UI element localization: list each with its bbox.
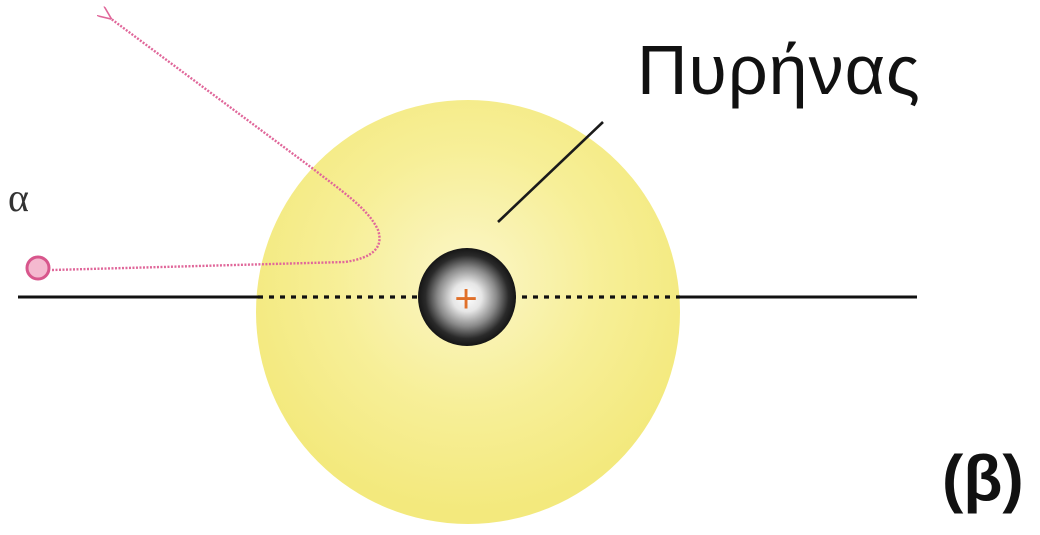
nucleus-charge-sign: + [454,277,477,321]
alpha-particle [25,255,51,281]
nucleus [418,248,516,346]
part-label: (β) [942,442,1024,514]
alpha-label: α [8,175,29,220]
nucleus-label: Πυρήνας [637,31,921,109]
nucleus-leader-line [497,121,604,223]
alpha-trajectory [51,18,381,272]
